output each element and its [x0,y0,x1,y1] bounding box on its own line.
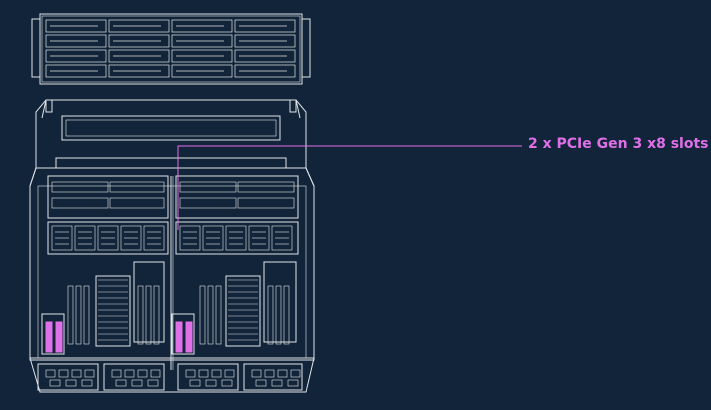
rear-io [29,357,315,393]
pcie-slot-left-2 [55,321,63,353]
pcie-callout-label: 2 x PCIe Gen 3 x8 slots [528,136,709,152]
callout-leader-line [177,145,522,230]
node-right [171,175,299,355]
drive-cage [31,13,311,85]
top-cover [35,99,307,169]
node-left [41,175,169,355]
pcie-slots-highlight [45,321,193,353]
pcie-slot-right-2 [185,321,193,353]
pcie-slot-right-1 [175,321,183,353]
pcie-slot-left-1 [45,321,53,353]
